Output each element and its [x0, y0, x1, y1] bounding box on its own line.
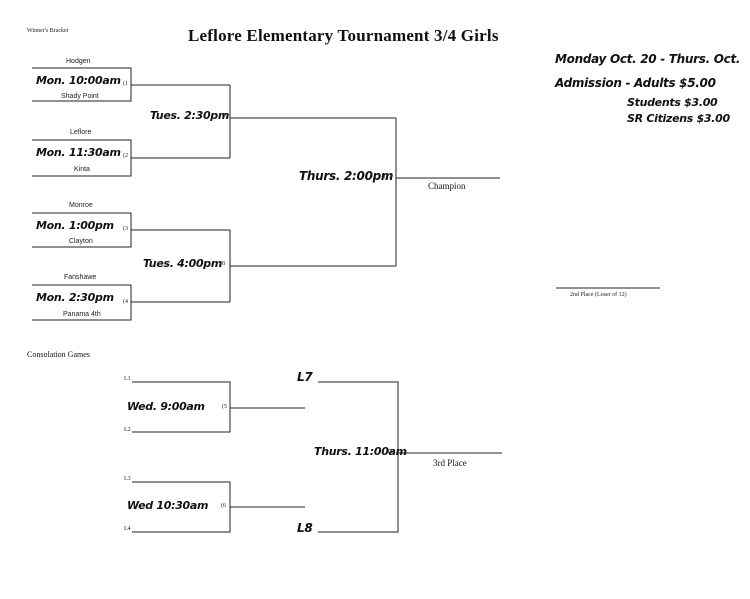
team-bottom-game-3: Clayton — [69, 238, 93, 245]
team-top-game-2: Leflore — [70, 129, 92, 136]
game-number-4: (4 — [123, 299, 128, 305]
game-number-1: (1 — [123, 81, 128, 87]
admission-seniors: SR Citizens $3.00 — [627, 112, 730, 125]
team-bottom-game-2: Kinta — [74, 166, 90, 173]
second-place-label: 2nd Place (Loser of 12) — [570, 292, 627, 298]
slot-l3: L3 — [124, 476, 131, 482]
slot-l4: L4 — [124, 526, 131, 532]
game-number-8: (8 — [220, 261, 225, 267]
game-number-7: (7 — [222, 113, 227, 119]
tournament-dates: Monday Oct. 20 - Thurs. Oct. — [555, 52, 741, 66]
team-top-game-4: Fanshawe — [64, 274, 97, 281]
admission-students: Students $3.00 — [627, 96, 718, 109]
game-number-11: (11 — [388, 449, 396, 455]
game-number-5: (5 — [222, 404, 227, 410]
slot-l2: L2 — [124, 427, 131, 433]
time-game-3: Mon. 1:00pm — [36, 219, 114, 232]
time-game-6: Wed 10:30am — [127, 499, 209, 512]
admission-adults: Admission - Adults $5.00 — [555, 76, 716, 90]
consolation-heading: Consolation Games — [27, 350, 90, 359]
slot-l7: L7 — [297, 370, 313, 384]
champion-label: Champion — [428, 181, 466, 191]
time-game-2: Mon. 11:30am — [36, 146, 121, 159]
time-game-7: Tues. 2:30pm — [150, 109, 230, 122]
time-game-8: Tues. 4:00pm — [143, 257, 223, 270]
game-number-3: (3 — [123, 226, 128, 232]
team-top-game-3: Monroe — [69, 202, 93, 209]
time-game-11: Thurs. 11:00am — [314, 445, 407, 458]
time-game-1: Mon. 10:00am — [36, 74, 121, 87]
team-bottom-game-1: Shady Point — [61, 93, 99, 100]
third-place-label: 3rd Place — [433, 458, 467, 468]
game-number-6: (6 — [221, 503, 226, 509]
slot-l8: L8 — [297, 521, 313, 535]
team-bottom-game-4: Panama 4th — [63, 311, 101, 318]
team-top-game-1: Hodgen — [66, 58, 91, 65]
winners-bracket-label: Winner's Bracket — [27, 28, 69, 34]
page-title: Leflore Elementary Tournament 3/4 Girls — [188, 26, 499, 45]
time-game-4: Mon. 2:30pm — [36, 291, 114, 304]
game-number-12: (12 — [384, 174, 392, 180]
game-number-2: (2 — [123, 153, 128, 159]
time-game-5: Wed. 9:00am — [127, 400, 205, 413]
slot-l1: L1 — [124, 376, 131, 382]
time-game-12: Thurs. 2:00pm — [299, 169, 394, 183]
